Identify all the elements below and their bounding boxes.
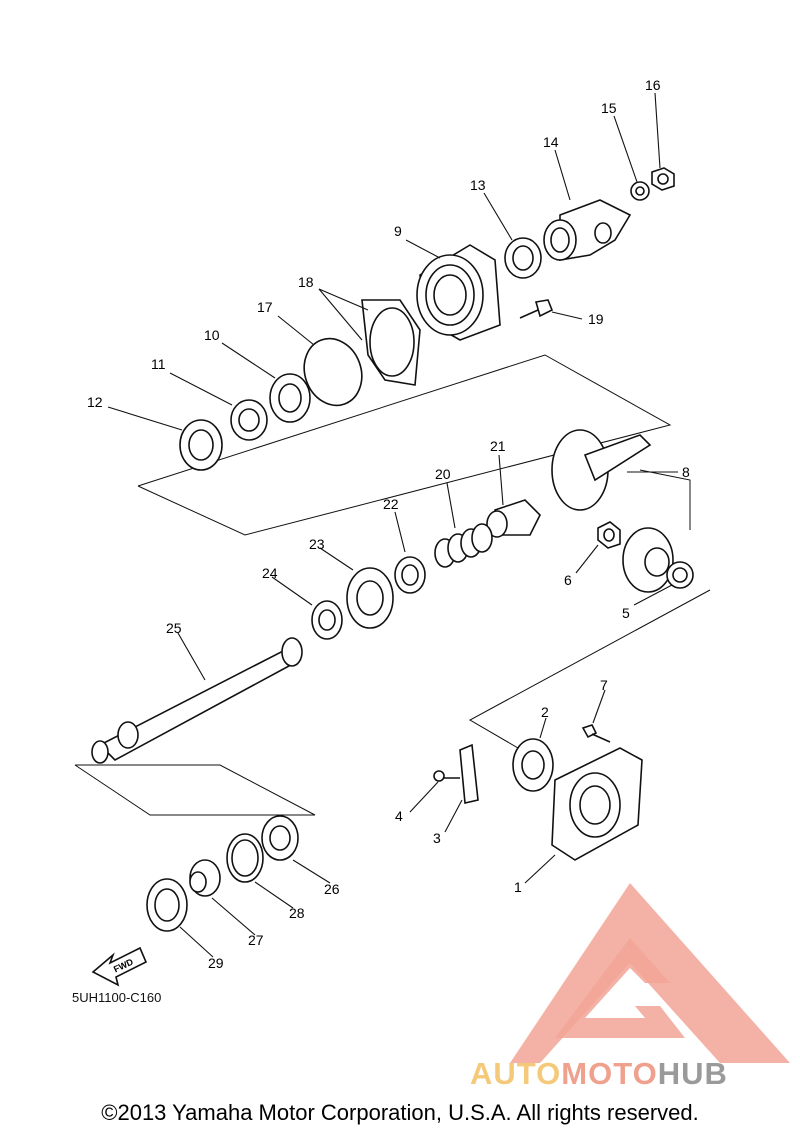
part-9-bearing-housing xyxy=(416,244,501,341)
leader-lines xyxy=(107,92,678,958)
callout-20: 20 xyxy=(435,466,451,482)
callout-22: 22 xyxy=(383,496,399,512)
callout-3: 3 xyxy=(433,830,441,846)
part-25-drive-shaft xyxy=(91,637,303,764)
callout-24: 24 xyxy=(262,565,278,581)
part-18-shim xyxy=(361,299,421,386)
callout-19: 19 xyxy=(588,311,604,327)
callout-1: 1 xyxy=(514,879,522,895)
part-29-oil-seal xyxy=(146,878,188,932)
callout-numbers: 16 15 14 13 9 18 19 17 10 11 12 21 8 20 … xyxy=(87,77,690,971)
watermark-text-auto: AUTO xyxy=(470,1056,562,1091)
callout-27: 27 xyxy=(248,932,264,948)
part-27-collar xyxy=(189,859,221,897)
callout-28: 28 xyxy=(289,905,305,921)
callout-6: 6 xyxy=(564,572,572,588)
part-16-nut xyxy=(651,167,675,191)
logo-inner-shape xyxy=(555,938,685,1038)
part-6-nut xyxy=(597,521,621,549)
callout-16: 16 xyxy=(645,77,661,93)
automotohub-logo xyxy=(510,883,790,1063)
part-17-o-ring xyxy=(303,337,363,407)
part-5-shim xyxy=(666,561,694,589)
part-20-spring xyxy=(434,523,493,568)
callout-21: 21 xyxy=(490,438,506,454)
part-23-bearing xyxy=(346,567,394,629)
callout-17: 17 xyxy=(257,299,273,315)
callout-13: 13 xyxy=(470,177,486,193)
callout-10: 10 xyxy=(204,327,220,343)
assembly-outline-shaft xyxy=(74,764,316,816)
diagram-code: 5UH1100-C160 xyxy=(72,990,162,1005)
callout-4: 4 xyxy=(395,808,403,824)
callout-14: 14 xyxy=(543,134,559,150)
fwd-arrow-icon: FWD xyxy=(91,946,148,987)
callout-7: 7 xyxy=(600,677,608,693)
callout-23: 23 xyxy=(309,536,325,552)
callout-9: 9 xyxy=(394,223,402,239)
assembly-outline-upper xyxy=(137,354,672,536)
copyright-notice: ©2013 Yamaha Motor Corporation, U.S.A. A… xyxy=(101,1100,699,1125)
callout-25: 25 xyxy=(166,620,182,636)
part-22-collar xyxy=(394,556,426,594)
watermark-text-moto: MOTO xyxy=(561,1056,658,1091)
callout-29: 29 xyxy=(208,955,224,971)
callout-2: 2 xyxy=(541,704,549,720)
part-4-screw xyxy=(433,770,460,782)
part-13-oil-seal xyxy=(504,237,542,279)
part-1-bearing-housing xyxy=(551,747,643,861)
part-24-collar xyxy=(311,600,343,640)
callout-26: 26 xyxy=(324,881,340,897)
part-8-gear-set xyxy=(551,429,674,593)
part-19-bolt xyxy=(519,299,554,319)
callout-12: 12 xyxy=(87,394,103,410)
assembly-outline-gear xyxy=(639,469,691,530)
part-12-bearing xyxy=(179,419,223,471)
part-15-washer xyxy=(630,181,650,201)
part-2-bearing xyxy=(512,738,554,792)
callout-8: 8 xyxy=(682,464,690,480)
part-14-yoke xyxy=(543,199,632,261)
part-7-bolt xyxy=(581,724,611,743)
callout-15: 15 xyxy=(601,100,617,116)
part-11-collar xyxy=(230,399,268,441)
watermark-text: AUTOMOTOHUB xyxy=(470,1056,728,1092)
part-26-bearing xyxy=(261,815,299,861)
assembly-outline-pinion xyxy=(468,589,711,756)
part-21-coupling-gear xyxy=(486,499,541,538)
watermark-text-hub: HUB xyxy=(657,1056,728,1091)
part-10-bearing xyxy=(269,373,311,423)
part-28-circlip xyxy=(226,833,264,883)
callout-5: 5 xyxy=(622,605,630,621)
callout-18: 18 xyxy=(298,274,314,290)
callout-11: 11 xyxy=(151,356,166,372)
part-3-plate xyxy=(459,743,479,804)
